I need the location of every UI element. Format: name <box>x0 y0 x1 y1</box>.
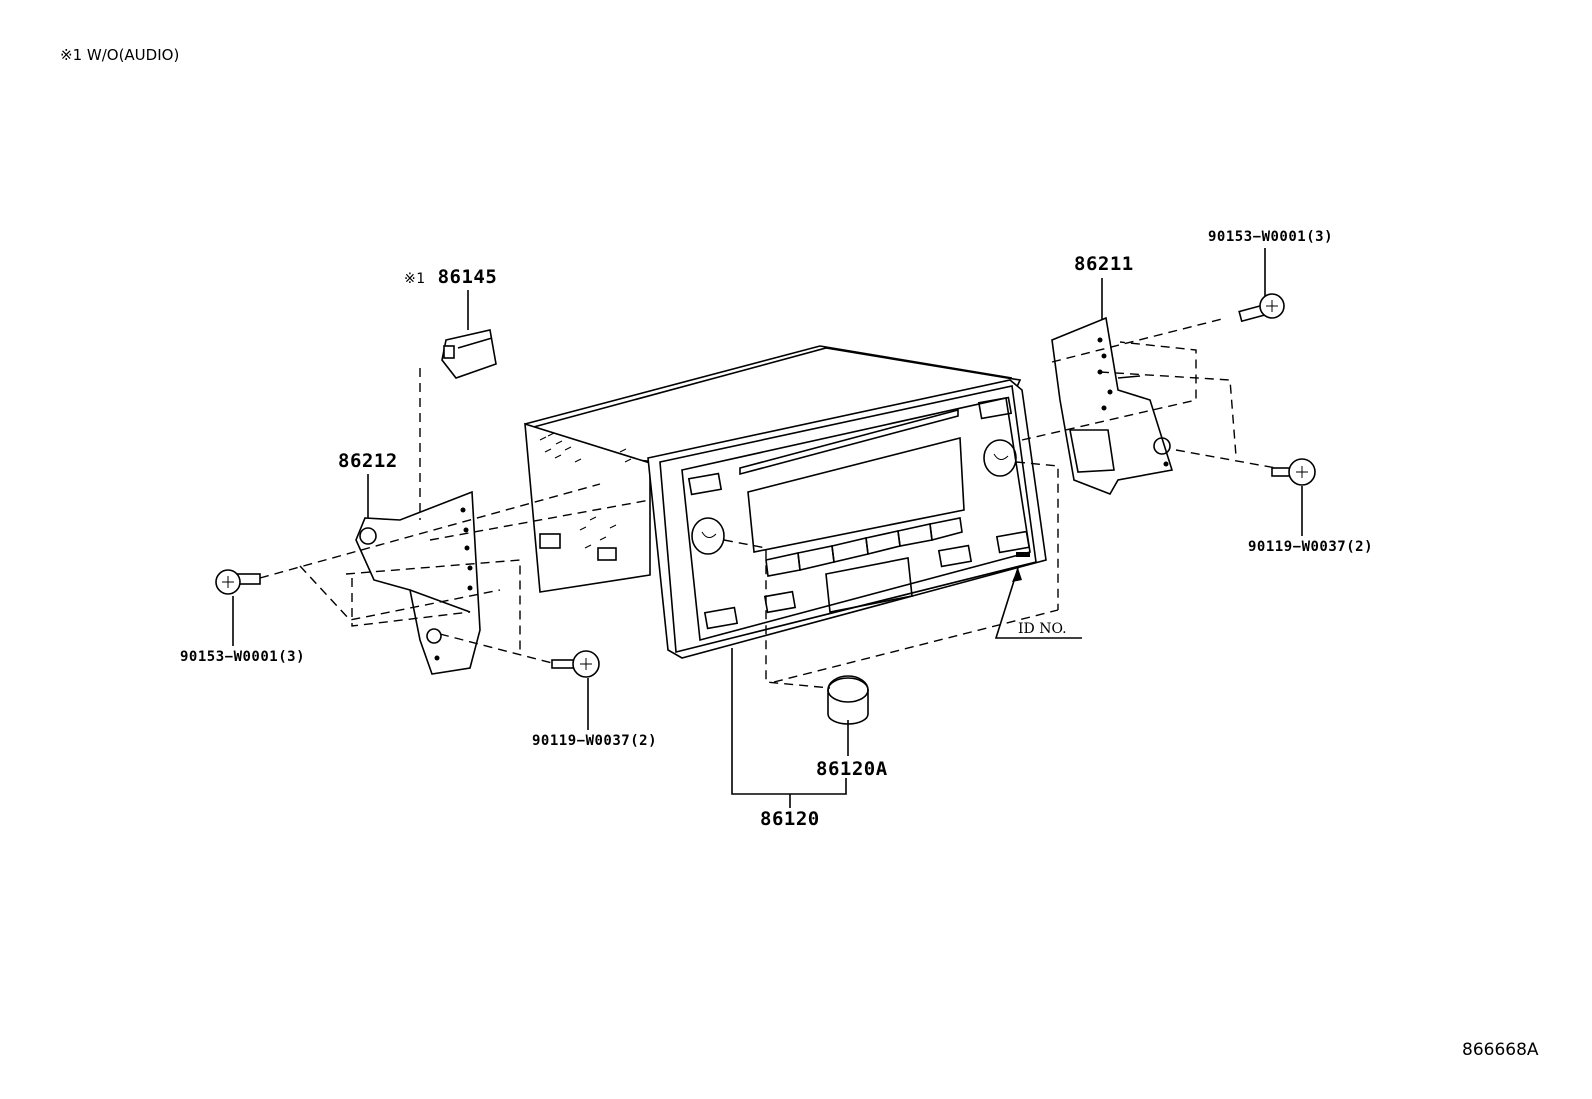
connector-86145 <box>441 329 497 379</box>
screw-left-90153 <box>215 569 261 595</box>
bracket-86212 <box>355 490 481 675</box>
part-label-86145: ※1 86145 <box>404 268 497 287</box>
bolt-left-90119 <box>551 650 600 678</box>
part-number-86145: 86145 <box>437 266 498 288</box>
bolt-right-90119 <box>1271 458 1316 486</box>
note-mark: ※1 <box>404 271 426 287</box>
assembly-dashed-lines <box>259 317 1277 689</box>
figure-id: 866668A <box>1462 1040 1539 1060</box>
bracket-86211 <box>1051 316 1174 495</box>
id-number-label: ID NO. <box>1018 621 1067 637</box>
part-label-86212: 86212 <box>338 450 398 472</box>
screw-right-90153 <box>1238 293 1285 323</box>
part-label-86211: 86211 <box>1074 253 1134 275</box>
part-label-bolt-right: 90119−W0037(2) <box>1248 539 1374 555</box>
part-label-86120A: 86120A <box>816 758 888 780</box>
knob-86120A <box>827 675 869 725</box>
leader-lines <box>232 248 1303 808</box>
part-label-screw-right: 90153−W0001(3) <box>1208 229 1334 245</box>
part-label-bolt-left: 90119−W0037(2) <box>532 733 658 749</box>
part-label-screw-left: 90153−W0001(3) <box>180 649 306 665</box>
radio-unit-86120 <box>524 345 1047 659</box>
part-label-86120: 86120 <box>760 808 820 830</box>
note-without-audio: ※1 W/O(AUDIO) <box>60 46 180 64</box>
